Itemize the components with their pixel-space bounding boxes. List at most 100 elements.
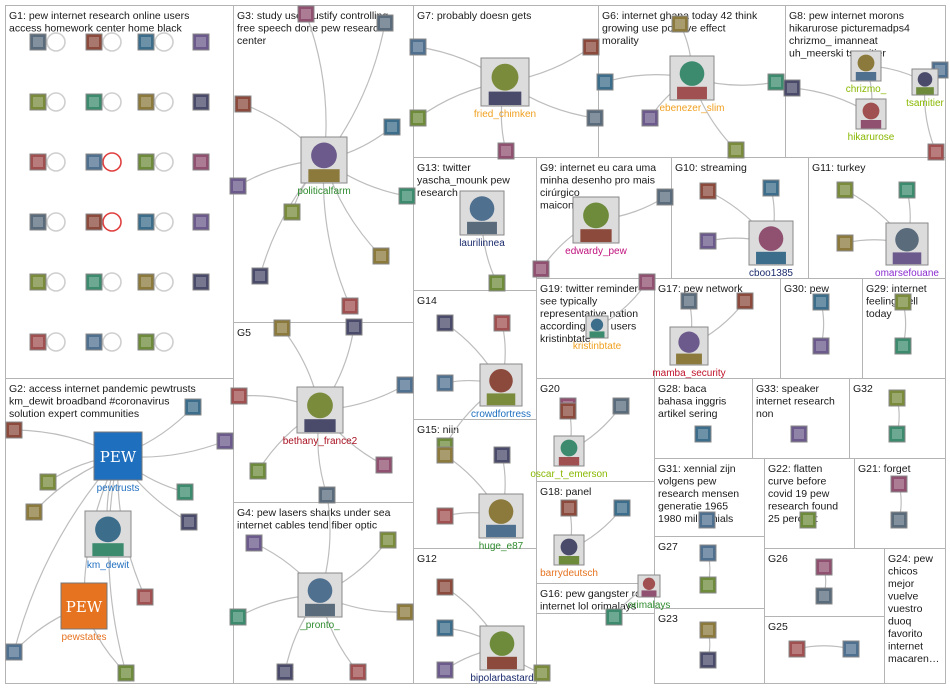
hub-politicalfarm[interactable]: politicalfarm bbox=[297, 136, 351, 197]
account-node[interactable] bbox=[29, 333, 47, 351]
account-node[interactable] bbox=[436, 661, 454, 679]
hub--pronto-[interactable]: _pronto_ bbox=[297, 572, 343, 631]
hub-cboo1385[interactable]: cboo1385 bbox=[748, 220, 794, 279]
account-node[interactable] bbox=[85, 213, 103, 231]
account-node[interactable] bbox=[699, 621, 717, 639]
account-node[interactable] bbox=[341, 297, 359, 315]
account-node[interactable] bbox=[436, 314, 454, 332]
account-node[interactable] bbox=[436, 446, 454, 464]
account-node[interactable] bbox=[656, 188, 674, 206]
account-node[interactable] bbox=[612, 397, 630, 415]
account-node[interactable] bbox=[699, 651, 717, 669]
account-node[interactable] bbox=[234, 95, 252, 113]
account-node[interactable] bbox=[890, 475, 908, 493]
account-node[interactable] bbox=[276, 663, 294, 681]
account-node[interactable] bbox=[927, 143, 945, 161]
account-node[interactable] bbox=[762, 179, 780, 197]
account-node[interactable] bbox=[137, 33, 155, 51]
account-node[interactable] bbox=[85, 333, 103, 351]
account-node[interactable] bbox=[694, 425, 712, 443]
account-node[interactable] bbox=[671, 15, 689, 33]
account-node[interactable] bbox=[559, 402, 577, 420]
account-node[interactable] bbox=[699, 544, 717, 562]
account-node[interactable] bbox=[815, 558, 833, 576]
account-node[interactable] bbox=[888, 389, 906, 407]
account-node[interactable] bbox=[493, 446, 511, 464]
hub-laurilinnea[interactable]: laurilinnea bbox=[459, 190, 505, 249]
account-node[interactable] bbox=[283, 203, 301, 221]
account-node[interactable] bbox=[836, 234, 854, 252]
account-node[interactable] bbox=[436, 374, 454, 392]
account-node[interactable] bbox=[85, 33, 103, 51]
account-node[interactable] bbox=[137, 273, 155, 291]
account-node[interactable] bbox=[533, 664, 551, 682]
account-node[interactable] bbox=[5, 421, 23, 439]
account-node[interactable] bbox=[815, 587, 833, 605]
account-node[interactable] bbox=[699, 232, 717, 250]
account-node[interactable] bbox=[229, 177, 247, 195]
account-node[interactable] bbox=[39, 473, 57, 491]
account-node[interactable] bbox=[379, 531, 397, 549]
account-node[interactable] bbox=[409, 38, 427, 56]
account-node[interactable] bbox=[836, 181, 854, 199]
account-node[interactable] bbox=[137, 333, 155, 351]
account-node[interactable] bbox=[192, 153, 210, 171]
hub-orimalays[interactable]: orimalays bbox=[628, 574, 671, 611]
account-node[interactable] bbox=[25, 503, 43, 521]
account-node[interactable] bbox=[605, 608, 623, 626]
account-node[interactable] bbox=[488, 274, 506, 292]
account-node[interactable] bbox=[297, 5, 315, 23]
account-node[interactable] bbox=[898, 181, 916, 199]
account-node[interactable] bbox=[894, 337, 912, 355]
hub-bethany-france2[interactable]: bethany_france2 bbox=[283, 386, 358, 447]
account-node[interactable] bbox=[812, 293, 830, 311]
account-node[interactable] bbox=[396, 603, 414, 621]
account-node[interactable] bbox=[613, 499, 631, 517]
hub-huge-e87[interactable]: huge_e87 bbox=[478, 493, 524, 552]
account-node[interactable] bbox=[176, 483, 194, 501]
account-node[interactable] bbox=[216, 432, 234, 450]
account-node[interactable] bbox=[767, 73, 785, 91]
account-node[interactable] bbox=[29, 93, 47, 111]
account-node[interactable] bbox=[436, 619, 454, 637]
hub-crowdfortress[interactable]: crowdfortress bbox=[471, 363, 531, 420]
hub-barrydeutsch[interactable]: barrydeutsch bbox=[540, 534, 598, 579]
account-node[interactable] bbox=[727, 141, 745, 159]
hub-hikarurose[interactable]: hikarurose bbox=[848, 98, 895, 143]
account-node[interactable] bbox=[85, 273, 103, 291]
hub-tsamitier[interactable]: tsamitier bbox=[906, 68, 945, 109]
account-node[interactable] bbox=[136, 588, 154, 606]
account-node[interactable] bbox=[699, 182, 717, 200]
hub-fried-chimken[interactable]: fried_chimken bbox=[474, 57, 536, 120]
account-node[interactable] bbox=[596, 73, 614, 91]
account-node[interactable] bbox=[894, 293, 912, 311]
account-node[interactable] bbox=[29, 153, 47, 171]
account-node[interactable] bbox=[396, 376, 414, 394]
account-node[interactable] bbox=[812, 337, 830, 355]
account-node[interactable] bbox=[375, 456, 393, 474]
account-node[interactable] bbox=[383, 118, 401, 136]
account-node[interactable] bbox=[736, 292, 754, 310]
account-node[interactable] bbox=[372, 247, 390, 265]
account-node[interactable] bbox=[532, 260, 550, 278]
account-node[interactable] bbox=[251, 267, 269, 285]
account-node[interactable] bbox=[398, 187, 416, 205]
account-node[interactable] bbox=[638, 273, 656, 291]
account-node[interactable] bbox=[245, 534, 263, 552]
account-node[interactable] bbox=[788, 640, 806, 658]
account-node[interactable] bbox=[842, 640, 860, 658]
account-node[interactable] bbox=[249, 462, 267, 480]
account-node[interactable] bbox=[137, 93, 155, 111]
hub-oscar-t-emerson[interactable]: oscar_t_emerson bbox=[530, 435, 608, 480]
account-node[interactable] bbox=[29, 273, 47, 291]
account-node[interactable] bbox=[560, 499, 578, 517]
hub-kristinbtate[interactable]: kristinbtate bbox=[573, 315, 622, 352]
account-node[interactable] bbox=[137, 213, 155, 231]
account-node[interactable] bbox=[582, 38, 600, 56]
hub-omarsefouane[interactable]: omarsefouane bbox=[875, 222, 939, 279]
account-node[interactable] bbox=[890, 511, 908, 529]
account-node[interactable] bbox=[117, 664, 135, 682]
hub-km-dewit[interactable]: km_dewit bbox=[84, 510, 132, 571]
hub-mamba-security[interactable]: mamba_security bbox=[652, 326, 726, 379]
